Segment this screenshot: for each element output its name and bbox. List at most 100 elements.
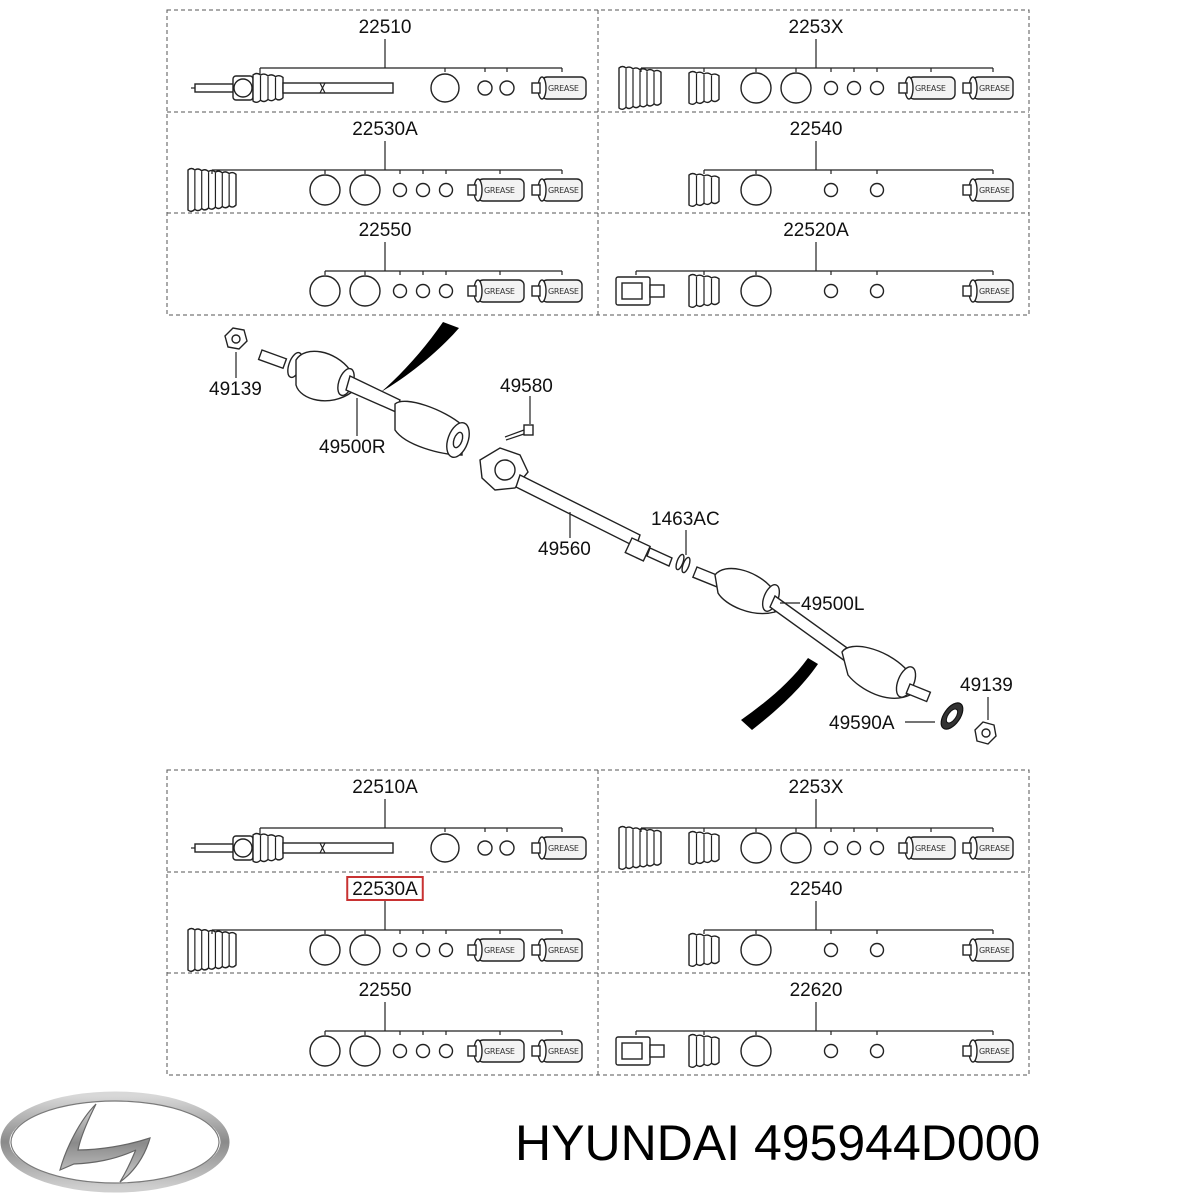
callout-49139-top: 49139 bbox=[209, 379, 262, 400]
grease-tube: GREASE bbox=[467, 279, 525, 303]
inner-boot bbox=[688, 273, 720, 308]
clamp-ring bbox=[438, 182, 454, 198]
grease-label: GREASE bbox=[979, 186, 1010, 195]
kit-cell-22510A: GREASE 22510A bbox=[191, 777, 587, 863]
grease-tube: GREASE bbox=[962, 836, 1014, 860]
grease-label: GREASE bbox=[979, 287, 1010, 296]
clamp-ring bbox=[438, 283, 454, 299]
grease-tube: GREASE bbox=[467, 1039, 525, 1063]
kit-code-22510: 22510 bbox=[359, 17, 412, 38]
large-ring bbox=[740, 1035, 772, 1067]
large-ring bbox=[740, 832, 772, 864]
grease-label: GREASE bbox=[484, 186, 515, 195]
large-ring bbox=[740, 275, 772, 307]
kit-code-22530A: 22530A bbox=[352, 879, 418, 900]
part-number-gap bbox=[740, 1115, 754, 1171]
clamp-ring bbox=[392, 942, 408, 958]
clamp-ring bbox=[823, 182, 839, 198]
clamp-ring bbox=[438, 1043, 454, 1059]
grease-label: GREASE bbox=[548, 186, 579, 195]
grease-tube: GREASE bbox=[531, 178, 583, 202]
clamp-ring bbox=[869, 1043, 885, 1059]
clamp-ring bbox=[846, 840, 862, 856]
outer-boot bbox=[187, 167, 237, 213]
clamp-ring bbox=[392, 1043, 408, 1059]
large-ring bbox=[349, 174, 381, 206]
grease-tube: GREASE bbox=[898, 76, 956, 100]
clamp-ring bbox=[823, 1043, 839, 1059]
grease-tube: GREASE bbox=[962, 279, 1014, 303]
part-number: 495944D000 bbox=[754, 1115, 1040, 1171]
large-ring bbox=[349, 1035, 381, 1067]
grease-label: GREASE bbox=[915, 844, 946, 853]
clamp-ring bbox=[415, 283, 431, 299]
grease-tube: GREASE bbox=[467, 938, 525, 962]
clamp-ring bbox=[477, 80, 493, 96]
clamp-ring bbox=[477, 840, 493, 856]
grease-tube: GREASE bbox=[531, 938, 583, 962]
kit-cell-22510: GREASE 22510 bbox=[191, 17, 587, 103]
grease-label: GREASE bbox=[915, 84, 946, 93]
grease-tube: GREASE bbox=[467, 178, 525, 202]
grease-label: GREASE bbox=[979, 844, 1010, 853]
large-ring bbox=[309, 174, 341, 206]
grease-label: GREASE bbox=[548, 1047, 579, 1056]
clamp-ring bbox=[415, 1043, 431, 1059]
large-ring bbox=[740, 174, 772, 206]
clamp-ring bbox=[499, 840, 515, 856]
grease-tube: GREASE bbox=[531, 836, 587, 860]
grease-label: GREASE bbox=[484, 287, 515, 296]
large-ring bbox=[740, 934, 772, 966]
shaft-boot bbox=[252, 72, 284, 103]
nut-49139-bottom bbox=[974, 697, 997, 745]
callout-49580: 49580 bbox=[500, 376, 553, 397]
seal-49590A bbox=[905, 702, 964, 730]
callout-49560: 49560 bbox=[538, 539, 591, 560]
grease-label: GREASE bbox=[979, 84, 1010, 93]
kit-code-22620: 22620 bbox=[790, 980, 843, 1001]
large-ring bbox=[309, 275, 341, 307]
kit-code-22550: 22550 bbox=[359, 220, 412, 241]
grease-label: GREASE bbox=[979, 1047, 1010, 1056]
clamp-ring bbox=[415, 942, 431, 958]
drive-shaft-assembly: 49139 49500R 49580 49560 1463AC 49500L 4… bbox=[209, 322, 1013, 745]
large-ring bbox=[780, 72, 812, 104]
grease-tube: GREASE bbox=[531, 1039, 583, 1063]
clamp-ring bbox=[869, 840, 885, 856]
brand-part-number: HYUNDAI 495944D000 bbox=[515, 1115, 1040, 1171]
large-ring bbox=[740, 72, 772, 104]
outer-boot bbox=[618, 825, 662, 870]
grease-label: GREASE bbox=[548, 287, 579, 296]
clamp-ring bbox=[869, 942, 885, 958]
center-shaft-49560 bbox=[479, 447, 673, 567]
outer-boot bbox=[187, 927, 237, 973]
grease-label: GREASE bbox=[484, 946, 515, 955]
clamp-ring bbox=[438, 942, 454, 958]
grease-tube: GREASE bbox=[962, 938, 1014, 962]
grease-label: GREASE bbox=[548, 84, 579, 93]
kit-cell-2253X: GREASE GREASE 2253X bbox=[618, 777, 1014, 870]
kit-code-2253X: 2253X bbox=[789, 777, 844, 798]
pointer-wedge-top bbox=[381, 322, 459, 392]
grease-label: GREASE bbox=[548, 844, 579, 853]
clamp-ring bbox=[869, 182, 885, 198]
nut-49139-top bbox=[224, 327, 248, 378]
clamp-ring bbox=[869, 80, 885, 96]
bolt-49580 bbox=[504, 396, 534, 441]
tripod-joint bbox=[615, 276, 665, 306]
large-ring bbox=[309, 934, 341, 966]
kit-code-22510A: 22510A bbox=[352, 777, 418, 798]
inner-boot bbox=[688, 172, 720, 207]
large-ring bbox=[349, 934, 381, 966]
grease-tube: GREASE bbox=[962, 1039, 1014, 1063]
large-ring bbox=[349, 275, 381, 307]
callout-49500L: 49500L bbox=[801, 594, 864, 615]
shaft-assembly bbox=[191, 72, 394, 103]
shaft-49500L bbox=[691, 566, 932, 703]
grease-tube: GREASE bbox=[962, 76, 1014, 100]
